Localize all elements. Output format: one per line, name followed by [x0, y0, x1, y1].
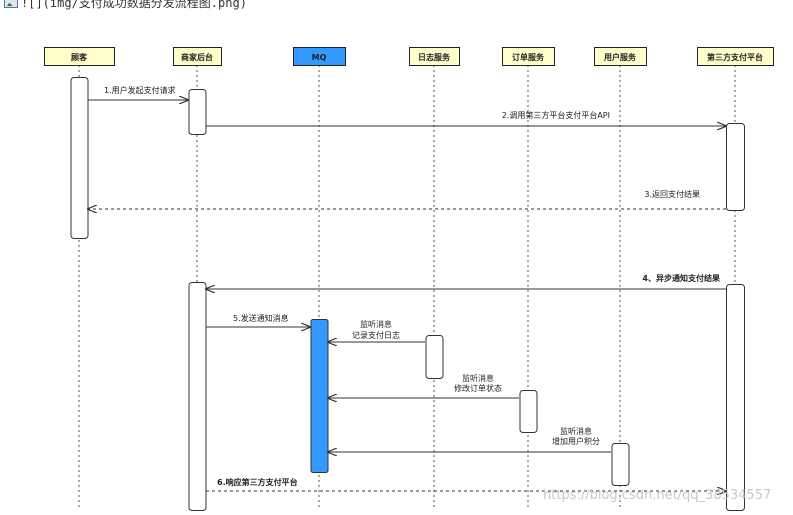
actor-label: 订单服务 — [512, 52, 545, 62]
message-9: 6.响应第三方支付平台 — [206, 477, 726, 491]
message-3: 3.返回支付结果 — [88, 189, 726, 209]
activation-customer — [70, 77, 89, 239]
message-label: 1.用户发起支付请求 — [104, 85, 176, 95]
message-label: 监听消息 — [560, 426, 592, 436]
actor-mq: MQ — [293, 47, 346, 66]
activation-thirdparty — [726, 284, 745, 511]
actor-box — [409, 47, 460, 66]
actor-label: 第三方支付平台 — [707, 52, 763, 62]
watermark: https://blog.csdn.net/qq_38534557 — [543, 488, 772, 503]
actor-label: 日志服务 — [418, 52, 451, 62]
activation-thirdparty — [726, 123, 745, 211]
activation-mq — [310, 319, 329, 473]
message-label: 修改订单状态 — [454, 383, 502, 393]
actor-label: 商家后台 — [181, 52, 213, 62]
message-2: 2.调用第三方平台支付平台API — [206, 110, 726, 126]
message-label: 6.响应第三方支付平台 — [217, 477, 298, 487]
message-label: 5.发送通知消息 — [233, 313, 289, 323]
message-label: 增加用户积分 — [552, 436, 600, 446]
message-label: 2.调用第三方平台支付平台API — [502, 110, 610, 120]
message-label: 4、异步通知支付结果 — [642, 273, 720, 283]
actor-box — [594, 47, 647, 66]
message-5: 5.发送通知消息 — [206, 313, 310, 327]
activation-order — [519, 390, 538, 433]
actor-box — [44, 47, 115, 66]
actor-label: 用户服务 — [603, 52, 637, 62]
actor-user: 用户服务 — [594, 47, 647, 66]
message-label: 3.返回支付结果 — [644, 189, 700, 199]
actor-thirdparty: 第三方支付平台 — [697, 47, 774, 66]
markdown-text: ![](img/支付成功数据分发流程图.png) — [21, 0, 247, 10]
activation-log — [425, 335, 444, 379]
activation-merchant — [188, 282, 207, 511]
actor-order: 订单服务 — [502, 47, 555, 66]
actor-box — [697, 47, 774, 66]
message-label: 记录支付日志 — [352, 330, 400, 340]
activation-merchant — [188, 89, 207, 135]
actor-label: 顾客 — [71, 52, 88, 62]
actor-label: MQ — [312, 53, 327, 62]
actor-log: 日志服务 — [409, 47, 460, 66]
activation-user — [611, 443, 630, 486]
broken-image-icon — [4, 0, 18, 8]
actor-box — [173, 47, 222, 66]
message-label: 监听消息 — [360, 319, 392, 329]
actor-box — [293, 47, 346, 66]
message-1: 1.用户发起支付请求 — [88, 85, 188, 100]
actor-box — [502, 47, 555, 66]
actor-merchant: 商家后台 — [173, 47, 222, 66]
message-label: 监听消息 — [462, 373, 494, 383]
markdown-image-line: ![](img/支付成功数据分发流程图.png) — [4, 0, 247, 11]
actor-customer: 顾客 — [44, 47, 115, 66]
message-4: 4、异步通知支付结果 — [206, 273, 726, 289]
